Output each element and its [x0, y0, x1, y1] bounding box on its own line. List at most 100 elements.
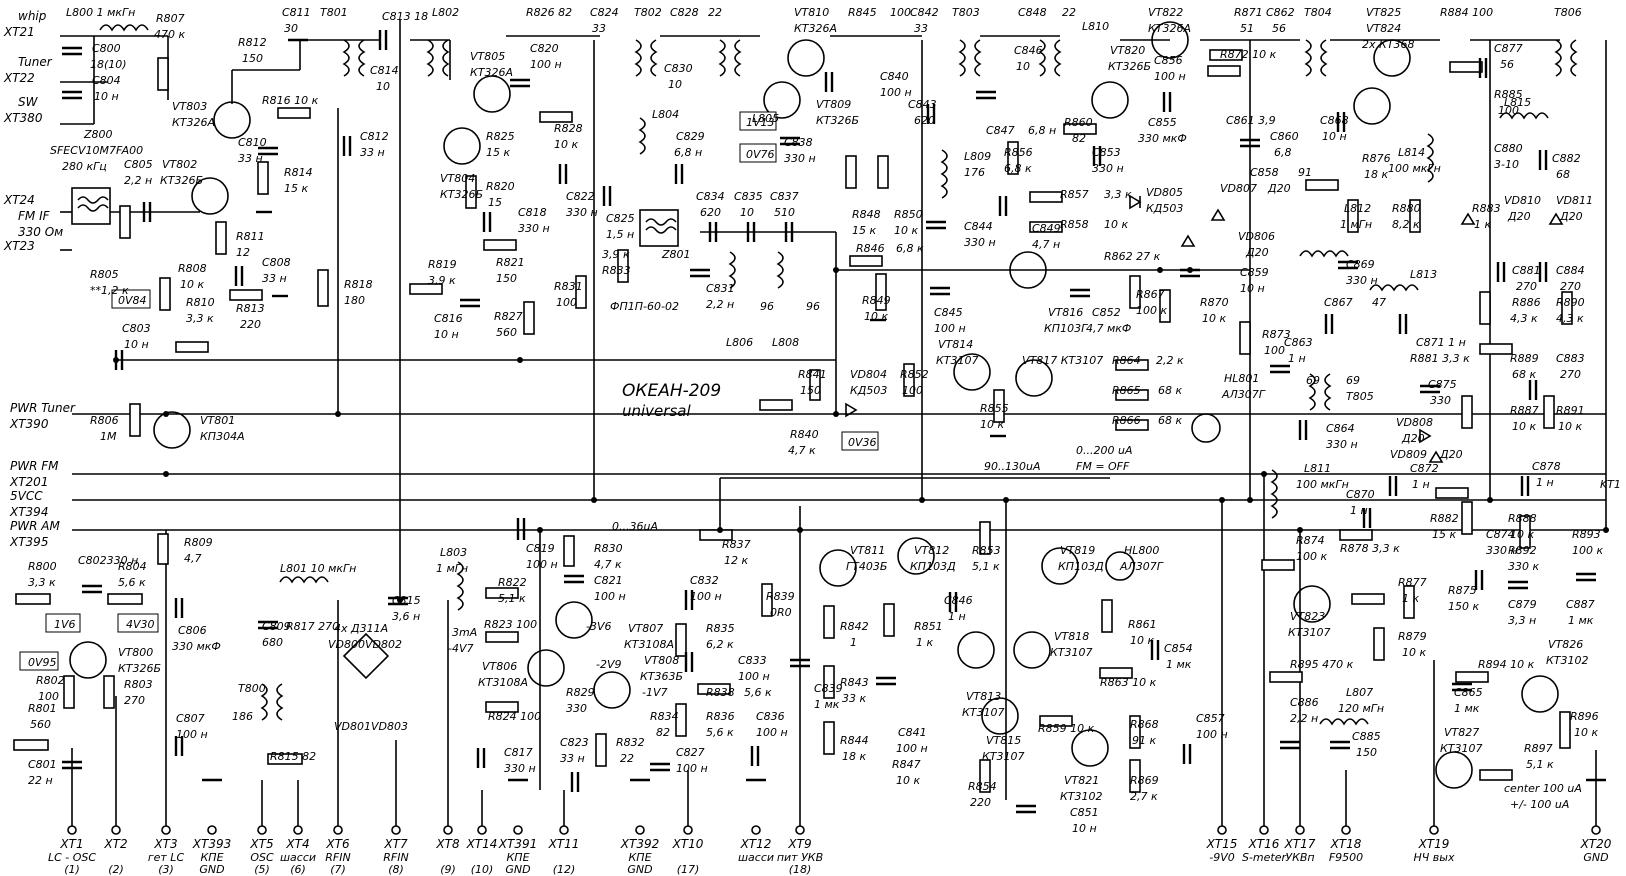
component-label: C827 — [676, 746, 705, 759]
component-label: VD808 — [1396, 416, 1433, 429]
component-label: 330 — [566, 702, 587, 715]
component-label: R856 — [1004, 146, 1033, 159]
component-label: 330 н — [1092, 162, 1124, 175]
component-label: 3-10 — [1494, 158, 1519, 171]
component-label: C813 18 — [382, 10, 428, 23]
component-label: 280 кГц — [62, 160, 107, 173]
component-label: R882 — [1430, 512, 1459, 525]
component-label: C848 — [1018, 6, 1047, 19]
component-label: R889 — [1510, 352, 1539, 365]
component-label: КТ326А — [1148, 22, 1191, 35]
port-label: XT24 — [3, 193, 35, 207]
component-label: 1 — [850, 636, 857, 649]
component-label: R831 — [554, 280, 583, 293]
component-label: C825 — [606, 212, 635, 225]
connector-pin: (18) — [789, 863, 812, 876]
component-label: R806 — [90, 414, 119, 427]
component-label: 270 — [124, 694, 145, 707]
component-label: L802 — [432, 6, 459, 19]
component-label: C857 — [1196, 712, 1225, 725]
port-label: Tuner — [18, 55, 53, 69]
component-label: 100 — [38, 690, 59, 703]
component-label: 3,6 н — [392, 610, 420, 623]
component-label: R817 270 — [286, 620, 339, 633]
component-label: 220 — [970, 796, 991, 809]
component-label: 330 н — [1326, 438, 1358, 451]
component-label: 10 к — [1402, 646, 1426, 659]
connector-desc: КПЕ — [628, 851, 651, 864]
component-label: R894 10 к — [1478, 658, 1535, 671]
connector-desc: RFIN — [325, 851, 350, 864]
component-label: R805 — [90, 268, 119, 281]
component-label: R896 — [1570, 710, 1599, 723]
component-label: 10 к — [1130, 634, 1154, 647]
component-label: R836 — [706, 710, 735, 723]
ground-symbols — [202, 210, 1606, 782]
connector-pin: (1) — [64, 863, 80, 876]
component-label: R877 — [1398, 576, 1427, 589]
component-label: 4V30 — [126, 618, 155, 631]
component-label: C815 — [392, 594, 421, 607]
component-label: 10 — [668, 78, 682, 91]
component-label: 30 — [284, 22, 298, 35]
component-label: C810 — [238, 136, 267, 149]
component-label: 330 н — [1346, 274, 1378, 287]
component-label: 1 к — [916, 636, 933, 649]
component-label: R891 — [1556, 404, 1585, 417]
component-label: +/- 100 uA — [1510, 798, 1569, 811]
component-label: R829 — [566, 686, 595, 699]
component-label: 3,3 к — [28, 576, 56, 589]
component-label: C820 — [530, 42, 559, 55]
component-label: C852 — [1092, 306, 1121, 319]
junction-dots — [113, 267, 1609, 603]
component-label: R832 — [616, 736, 645, 749]
component-label: R841 — [798, 368, 827, 381]
component-label: КТ326Б — [440, 188, 483, 201]
component-label: 96 — [806, 300, 820, 313]
component-label: VT805 — [470, 50, 505, 63]
component-label: 90..130uA — [984, 460, 1040, 473]
component-label: R895 470 к — [1290, 658, 1354, 671]
port-label: PWR Tuner — [10, 401, 76, 415]
component-label: 2,2 н — [1290, 712, 1318, 725]
port-label: XT23 — [3, 239, 35, 253]
component-label: C861 3,9 — [1226, 114, 1276, 127]
component-label: VT827 — [1444, 726, 1479, 739]
component-label: C886 — [1290, 696, 1319, 709]
port-label: XT394 — [9, 505, 48, 519]
component-label: FM = OFF — [1076, 460, 1130, 473]
component-label: 6,8 к — [896, 242, 924, 255]
component-label: 10 н — [1322, 130, 1347, 143]
component-label: VT821 — [1064, 774, 1099, 787]
component-label: C808 — [262, 256, 291, 269]
distribution-wires — [337, 20, 1607, 800]
component-label: Д20 — [1439, 448, 1463, 461]
component-label: SFECV10M7FA00 — [50, 144, 143, 157]
component-label: 82 — [656, 726, 670, 739]
component-label: 1V6 — [54, 618, 76, 631]
component-label: C807 — [176, 712, 205, 725]
component-label: 1 мГн — [436, 562, 468, 575]
component-label: 4,7 к — [594, 558, 622, 571]
component-label: R883 — [1472, 202, 1501, 215]
component-label: КП304А — [200, 430, 245, 443]
component-label: R843 — [840, 676, 869, 689]
component-label: Д20 — [1267, 182, 1291, 195]
component-label: T800 — [238, 682, 266, 695]
value-box — [117, 613, 159, 633]
component-label: 96 — [760, 300, 774, 313]
connector-desc: F9500 — [1329, 851, 1363, 864]
component-label: C855 — [1148, 116, 1177, 129]
component-label: R834 — [650, 710, 679, 723]
port-label: XT21 — [3, 25, 35, 39]
component-label: 3,9 к — [428, 274, 456, 287]
filters — [71, 187, 679, 680]
component-label: C829 — [676, 130, 705, 143]
port-label: PWR FM — [10, 459, 59, 473]
component-label: 100 н — [1196, 728, 1228, 741]
component-label: KT1 — [1600, 478, 1621, 491]
component-label: 0V76 — [746, 148, 775, 161]
component-label: 91 — [1298, 166, 1312, 179]
connector-pin: (7) — [330, 863, 346, 876]
